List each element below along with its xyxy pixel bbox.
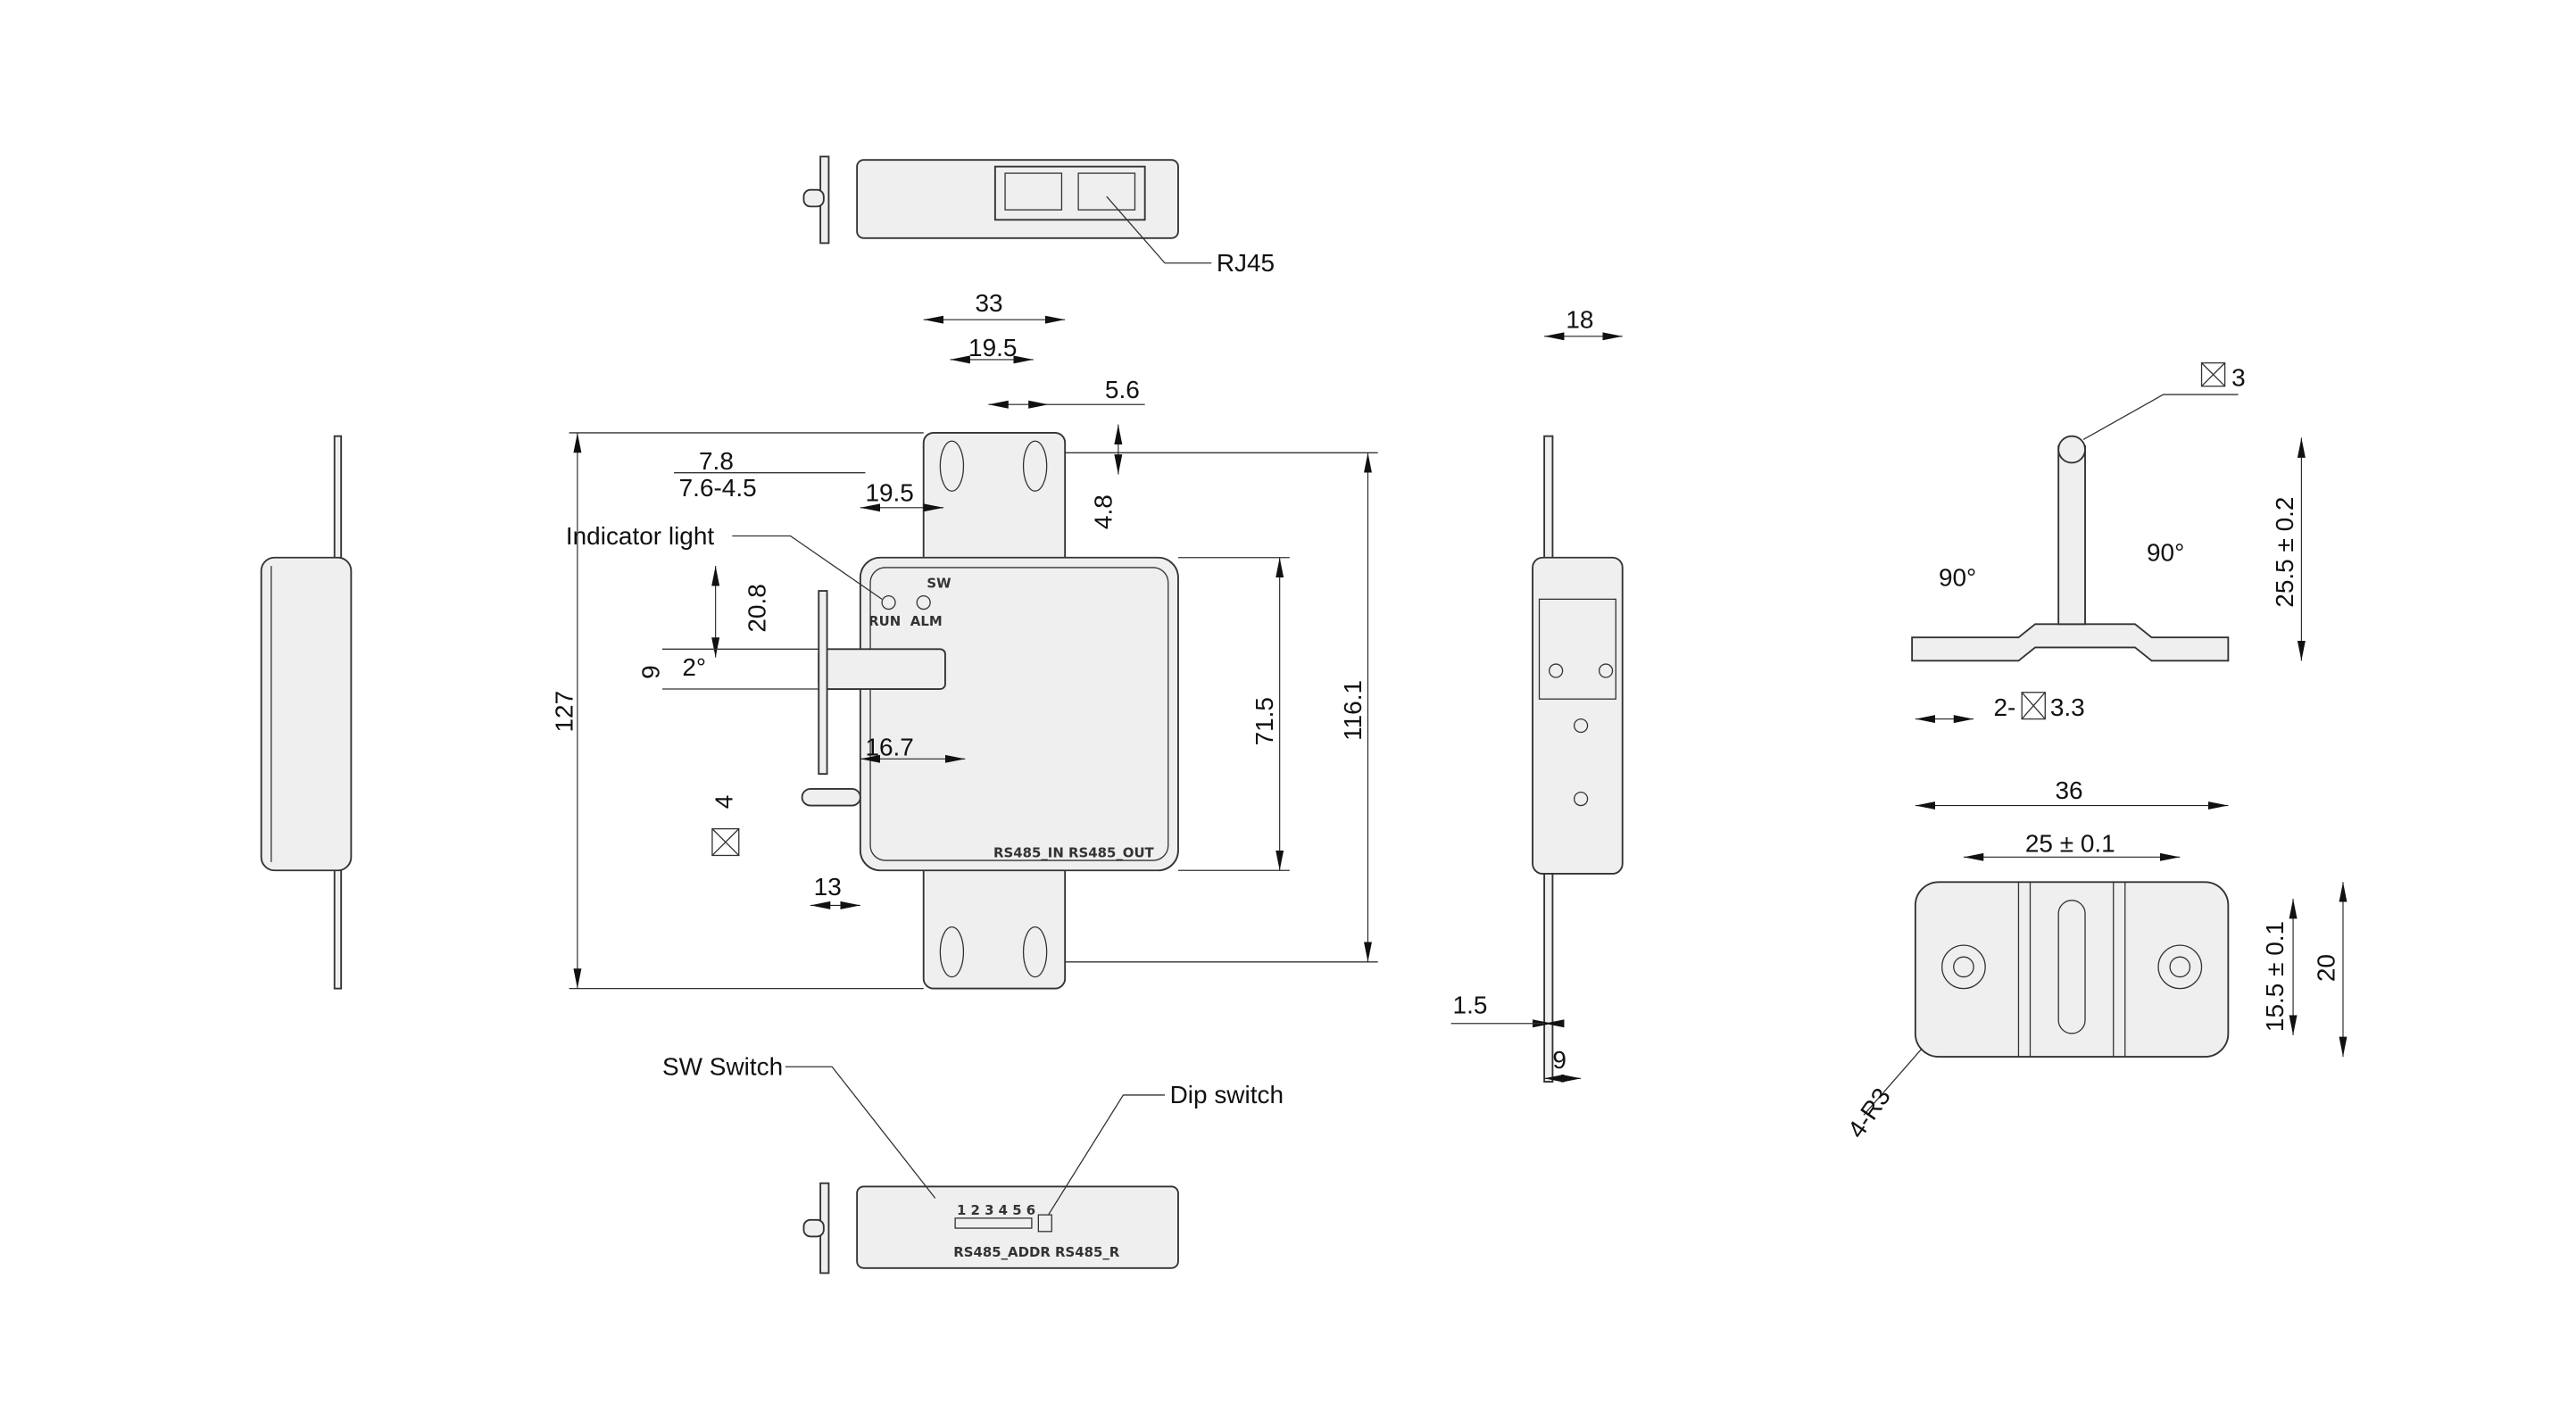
dim-9-side: 9 [1552,1046,1566,1074]
dim-116-1: 116.1 [1339,680,1367,741]
dip-switch-label: Dip switch [1170,1081,1284,1108]
dim-19-5-top: 19.5 [968,334,1017,361]
angle-90-right: 90° [2147,538,2184,566]
dim-127: 127 [550,691,578,733]
left-profile-view [260,435,353,990]
indicator-light-label: Indicator light [566,522,714,550]
dim-16-7: 16.7 [865,734,913,761]
front-view: SW RUN ALM RS485_IN RS485_OUT 33 19.5 5.… [550,289,1378,990]
rj45-port-2 [1077,172,1136,211]
dim-7-6-4-5: 7.6-4.5 [679,474,757,502]
dim-15-5: 15.5 ± 0.1 [2261,921,2289,1032]
holes-size: 3.3 [2050,693,2085,721]
dim-36: 36 [2055,776,2082,804]
dim-20: 20 [2313,954,2340,982]
rs485-ports-label: RS485_IN RS485_OUT [993,844,1155,860]
dim-20-8: 20.8 [744,584,771,632]
dim-18: 18 [1566,305,1593,333]
dim-7-8: 7.8 [699,447,734,475]
dim-1-5: 1.5 [1453,992,1488,1019]
pin-square-dim: 3 [2231,364,2246,392]
dip-numbers: 1 2 3 4 5 6 [957,1202,1035,1218]
dim-9: 9 [636,665,664,679]
sw-switch-label: SW Switch [662,1053,783,1081]
bottom-labels: RS485_ADDR RS485_R [953,1244,1120,1260]
rj45-port-1 [1004,172,1063,211]
dim-25-5: 25.5 ± 0.2 [2271,497,2298,608]
sw-label: SW [927,575,951,591]
dim-4-8: 4.8 [1089,494,1117,529]
dim-4: 4 [710,795,737,809]
alm-label: ALM [910,613,943,629]
dim-19-5-left: 19.5 [865,478,913,506]
corner-radius: 4-R3 [1842,1083,1896,1142]
bracket-top-view: 36 25 ± 0.1 15.5 ± 0.1 20 4-R3 [1842,776,2347,1143]
dim-71-5: 71.5 [1251,697,1278,745]
bracket-side-view: 3 25.5 ± 0.2 90° 90° 2- 3.3 [1911,361,2306,724]
dim-25: 25 ± 0.1 [2025,830,2115,858]
side-view: 18 1.5 9 [1450,305,1624,1083]
run-label: RUN [868,613,901,629]
holes-count: 2- [1993,693,2015,721]
angle-90-left: 90° [1939,563,1976,591]
bottom-view: 1 2 3 4 5 6 RS485_ADDR RS485_R SW Switch… [662,1053,1284,1274]
top-view: RJ45 [802,155,1275,277]
angle-2: 2° [682,653,706,681]
dim-13: 13 [814,873,842,901]
dim-33: 33 [976,289,1003,317]
dim-5-6: 5.6 [1105,376,1140,403]
rj45-label: RJ45 [1217,249,1275,277]
